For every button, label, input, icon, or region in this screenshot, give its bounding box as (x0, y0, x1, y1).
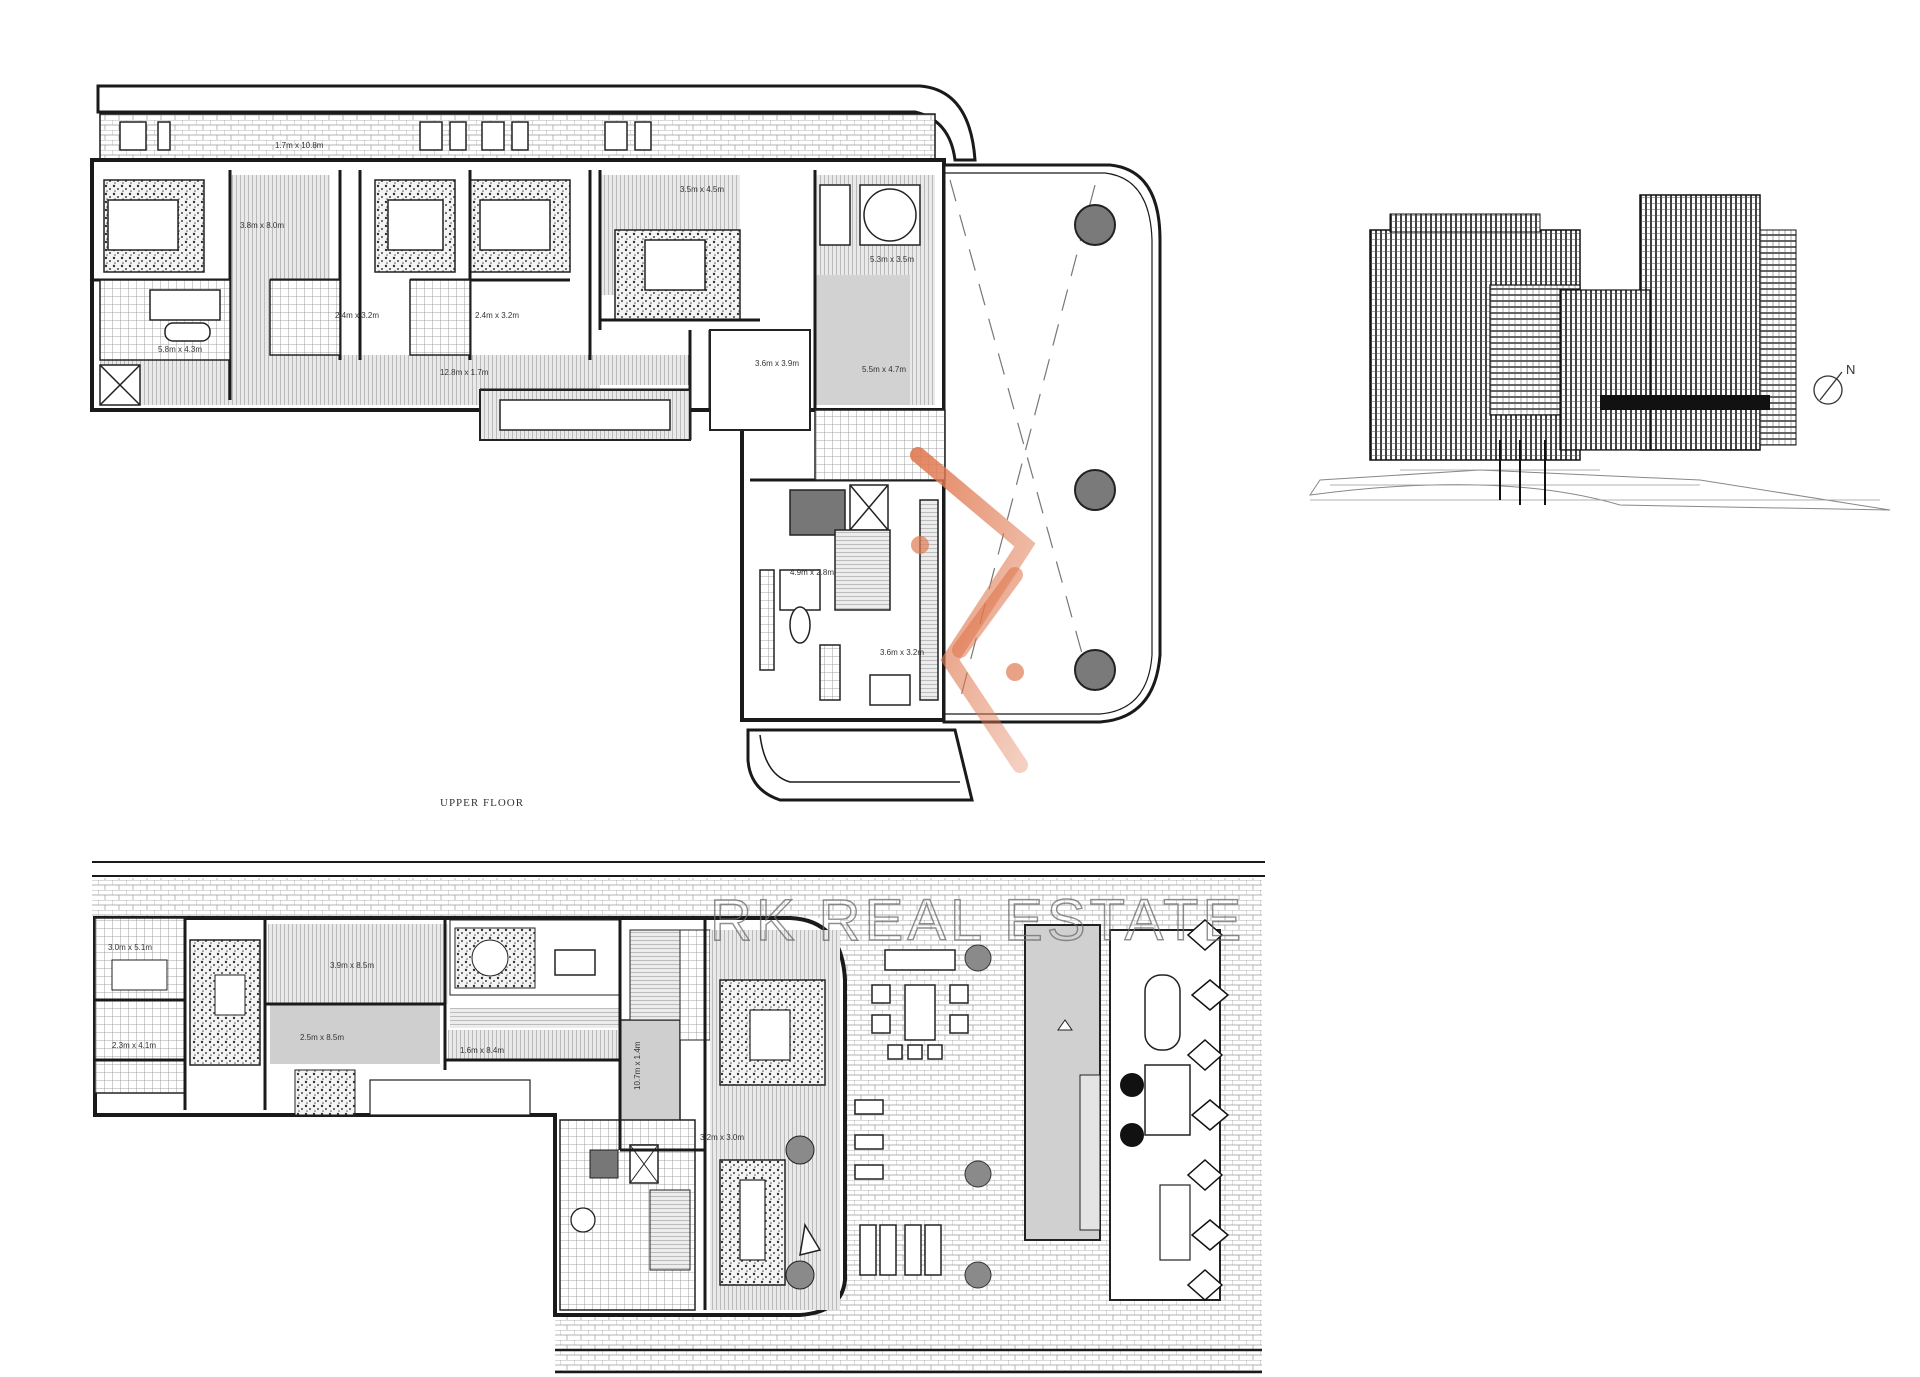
upper-room-dimension-label: 4.9m x 2.8m (790, 568, 834, 577)
terrace-column (1074, 649, 1116, 691)
lounge-floor (270, 1004, 440, 1064)
upper-south-balcony (746, 728, 974, 802)
north-compass: N (1813, 362, 1855, 405)
upper-room-dimension-label: 3.6m x 3.2m (880, 648, 924, 657)
upper-room-dimension-label: 2.4m x 3.2m (335, 311, 379, 320)
lower-room-dimension-label: 1.6m x 8.4m (460, 1046, 504, 1055)
upper-floor-plan: 1.7m x 10.8m 3.8m x 8.0m 3.5m x 4.5m 5.3m x… (90, 84, 1162, 809)
lower-room-dimension-label: 2.5m x 8.5m (300, 1033, 344, 1042)
watermark-text: RK REAL ESTATE (710, 888, 1245, 953)
upper-room-dimension-label: 3.8m x 8.0m (240, 221, 284, 230)
building-elevation: N (1308, 194, 1891, 511)
planter-strip (1186, 918, 1230, 1302)
upper-room-dimension-label: 5.5m x 4.7m (862, 365, 906, 374)
watermark: RK REAL ESTATE (709, 447, 1245, 954)
lower-room-dimension-label: 2.3m x 4.1m (112, 1041, 156, 1050)
upper-room-dimension-label: 1.7m x 10.8m (275, 141, 324, 150)
upper-room-dimension-label: 12.8m x 1.7m (440, 368, 489, 377)
lower-room-dimension-label: 3.9m x 8.5m (330, 961, 374, 970)
upper-room-dimension-label: 5.3m x 3.5m (870, 255, 914, 264)
compass-north-label: N (1846, 362, 1855, 377)
terrace-column (1074, 204, 1116, 246)
upper-room-dimension-label: 2.4m x 3.2m (475, 311, 519, 320)
lower-terrace-paving (92, 878, 1262, 918)
lower-room-dimension-label: 3.0m x 5.1m (108, 943, 152, 952)
terrace-column (1074, 469, 1116, 511)
terrace-dining-set (854, 949, 969, 1276)
upper-room-dimension-label: 5.8m x 4.3m (158, 345, 202, 354)
upper-room-dimension-label: 3.5m x 4.5m (680, 185, 724, 194)
lower-floor-plan: 3.0m x 5.1m 3.9m x 8.5m 2.5m x 8.5m 1.6m x … (92, 861, 1265, 1374)
living-room-floor (268, 924, 448, 1004)
lower-room-dimension-label: 10.7m x 1.4m (633, 1041, 642, 1090)
upper-room-dimension-label: 3.6m x 3.9m (755, 359, 799, 368)
lower-room-dimension-label: 3.2m x 3.0m (700, 1133, 744, 1142)
upper-floor-caption: UPPER FLOOR (440, 797, 524, 809)
dining-area (719, 979, 826, 1086)
watermark-logo-mark (910, 447, 1036, 773)
tower-east (1639, 194, 1761, 451)
